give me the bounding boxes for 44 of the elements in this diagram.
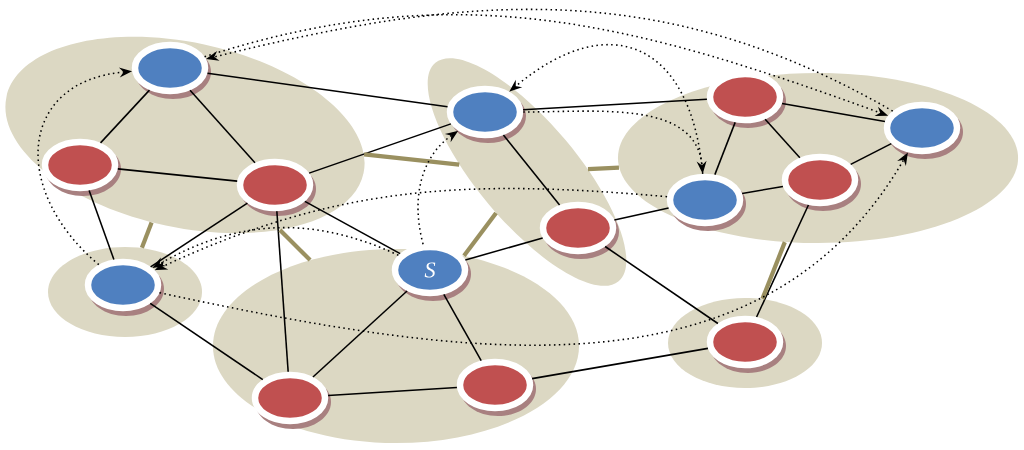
link-line xyxy=(502,134,561,206)
network-node xyxy=(446,85,526,143)
link-line xyxy=(149,202,249,268)
network-node xyxy=(41,138,121,196)
link-line xyxy=(99,89,151,144)
network-node xyxy=(84,258,164,316)
link-line xyxy=(764,118,801,159)
cluster-link xyxy=(760,241,787,300)
link-line xyxy=(522,98,708,111)
cluster-link xyxy=(139,221,154,249)
link-line xyxy=(304,200,401,255)
link-line xyxy=(276,210,289,373)
cluster-link xyxy=(278,228,312,262)
network-node xyxy=(781,153,861,211)
link-line xyxy=(327,386,458,397)
network-node: S xyxy=(391,243,471,301)
network-node xyxy=(131,41,211,99)
link-line xyxy=(714,121,736,176)
network-node xyxy=(456,358,536,416)
link-line xyxy=(117,168,238,182)
link-line xyxy=(149,302,264,381)
link-line xyxy=(88,189,115,261)
link-line xyxy=(613,207,670,221)
network-node xyxy=(706,315,786,373)
cluster-link xyxy=(587,165,620,172)
link-line xyxy=(308,123,452,174)
link-line xyxy=(206,72,449,108)
link-line xyxy=(464,237,544,261)
link-line xyxy=(443,293,482,362)
link-line xyxy=(755,204,810,318)
link-line xyxy=(312,290,408,378)
cluster-link xyxy=(462,211,498,257)
network-node xyxy=(236,158,316,216)
network-node xyxy=(539,201,619,259)
network-node xyxy=(251,371,331,429)
cluster-link xyxy=(363,152,460,167)
network-node xyxy=(883,101,963,159)
link-line xyxy=(189,89,256,164)
link-line xyxy=(604,245,719,325)
link-line xyxy=(781,102,886,123)
link-line xyxy=(531,347,709,380)
network-node xyxy=(666,173,746,231)
link-line xyxy=(741,185,784,195)
link-line xyxy=(849,142,893,166)
